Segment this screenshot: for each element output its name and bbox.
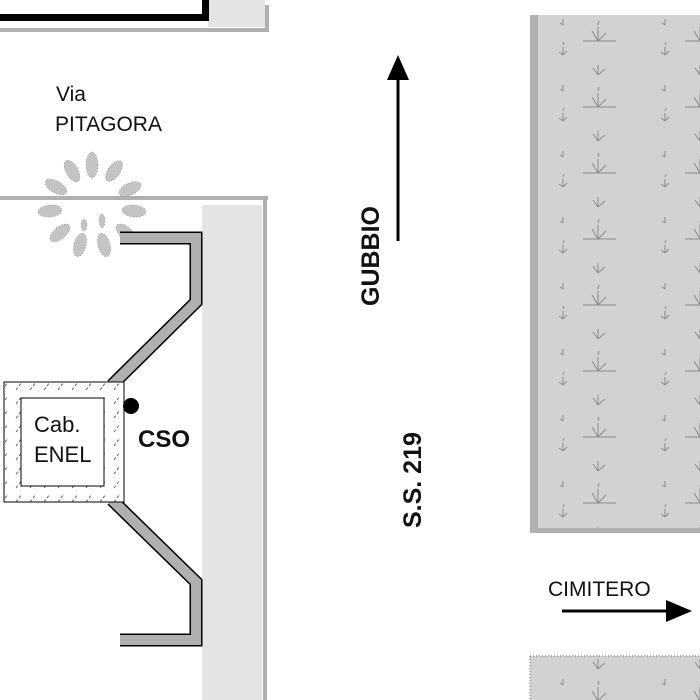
gubbio-label: GUBBIO: [357, 206, 385, 306]
enel-cabin: Cab. ENEL: [3, 381, 125, 503]
field-lower: [529, 655, 700, 700]
cso-label: CSO: [138, 426, 190, 453]
cabin-label-line2: ENEL: [34, 442, 91, 467]
road-edges: [0, 196, 268, 700]
cimitero-label: CIMITERO: [548, 578, 651, 601]
cabin-label-line1: Cab.: [34, 412, 80, 437]
cso-point-marker[interactable]: [123, 398, 139, 414]
conduit-path: [107, 231, 203, 647]
field-upper: [530, 15, 700, 533]
arrow-east-icon: [562, 600, 692, 622]
arrow-north-icon: [387, 55, 409, 241]
street-prefix-label: Via: [56, 83, 86, 106]
building-top: [0, 0, 269, 32]
road-label: S.S. 219: [399, 432, 427, 528]
street-name-label: PITAGORA: [55, 113, 162, 136]
